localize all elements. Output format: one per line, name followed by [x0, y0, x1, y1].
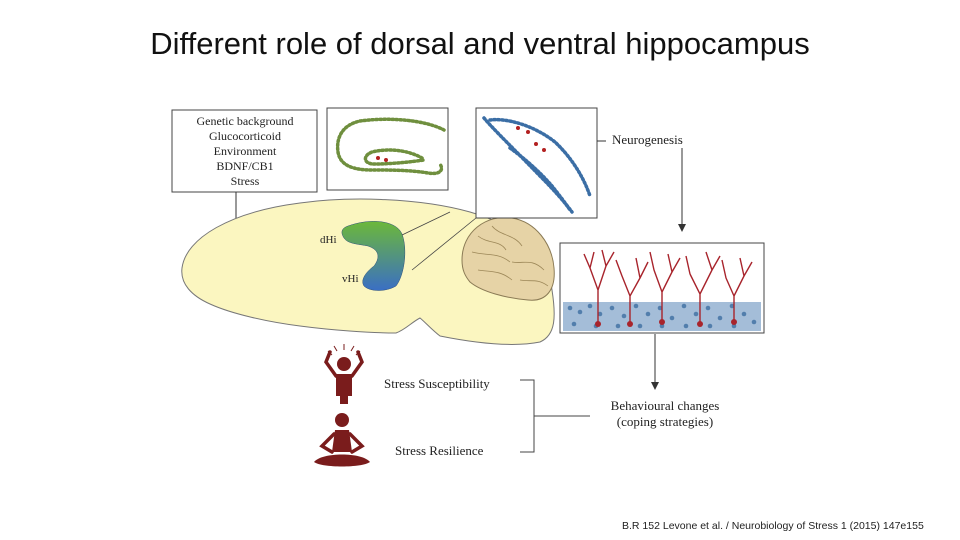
coping-strategies-label: (coping strategies) [617, 414, 713, 429]
behavioural-changes-label: Behavioural changes [611, 398, 720, 413]
slide-title: Different role of dorsal and ventral hip… [150, 26, 810, 61]
ventral-hippocampus-label: vHi [342, 273, 359, 285]
new-neuron-somata [595, 319, 737, 327]
factor-stress: Stress [231, 174, 260, 188]
citation: B.R 152 Levone et al. / Neurobiology of … [622, 520, 924, 532]
stressed-person-icon [324, 344, 364, 404]
meditating-person-icon [314, 413, 370, 467]
zoom-line-left [401, 211, 451, 236]
factor-bdnf-cb1: BDNF/CB1 [216, 159, 273, 173]
neurogenesis-label: Neurogenesis [612, 132, 683, 147]
new-neuron-dendrites [583, 249, 753, 322]
factors-box [171, 109, 318, 193]
zoom-line-right [411, 217, 477, 271]
outcome-bracket [520, 379, 590, 453]
dorsal-hippocampus-label: dHi [320, 234, 337, 246]
factor-glucocorticoid: Glucocorticoid [209, 129, 281, 143]
ventral-inset-box [475, 107, 598, 219]
hippocampus-shape [341, 221, 406, 291]
factor-genetic-background: Genetic background [197, 114, 294, 128]
factor-environment: Environment [214, 144, 277, 158]
ventral-dentate-gyrus-cells [508, 146, 572, 212]
stress-resilience-label: Stress Resilience [395, 443, 484, 458]
stress-susceptibility-label: Stress Susceptibility [384, 376, 490, 391]
dorsal-dentate-gyrus-cells [363, 148, 426, 166]
dorsal-ammon-horn-cells [335, 117, 446, 176]
ventral-outer-cells [488, 117, 592, 198]
